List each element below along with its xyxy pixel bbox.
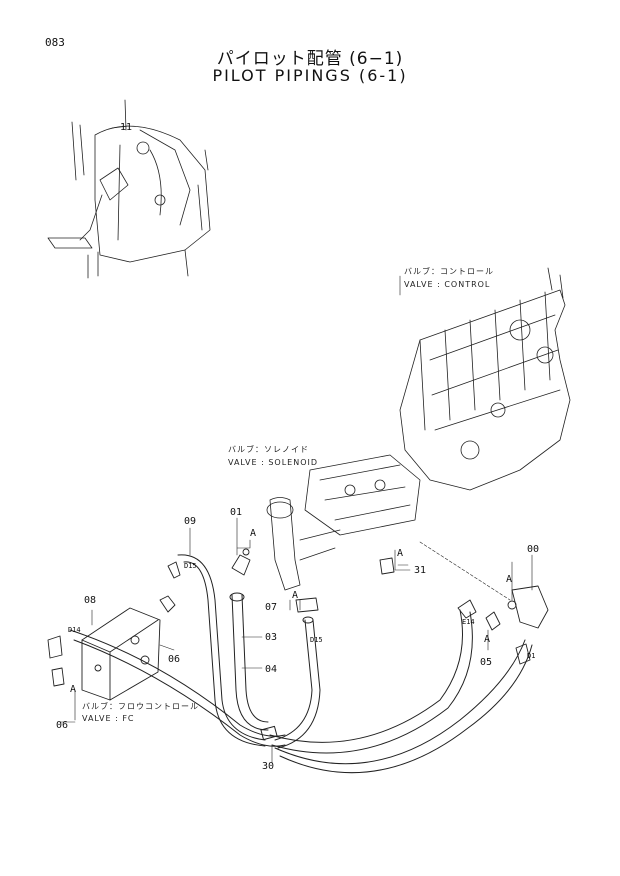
- ref-mark-a-07: A: [292, 590, 298, 601]
- callout-03: 03: [265, 632, 277, 643]
- control-valve-block: [399, 267, 571, 491]
- callout-31: 31: [414, 565, 426, 576]
- page-title-japanese: パイロット配管 (6−1): [216, 49, 404, 69]
- note-control-valve-jp: バルブ：コントロール: [404, 266, 494, 276]
- callout-05: 05: [480, 657, 492, 668]
- leader-lines: [59, 275, 533, 764]
- ref-mark-a-06: A: [70, 684, 76, 695]
- fittings: [159, 548, 549, 665]
- callout-07: 07: [265, 602, 277, 613]
- page-number: 083: [45, 36, 65, 49]
- page-title-english: PILOT PIPINGS (6-1): [212, 66, 408, 85]
- hose-group: [69, 554, 533, 774]
- ref-mark-a-31: A: [397, 548, 403, 559]
- callout-09: 09: [184, 516, 196, 527]
- ref-mark-a-01: A: [250, 528, 256, 539]
- ref-mark-a-00: A: [506, 574, 512, 585]
- callout-04: 04: [265, 664, 277, 675]
- callout-00: 00: [527, 544, 539, 555]
- ref-mark-a-05: A: [484, 634, 490, 645]
- callout-06-upper: 06: [168, 654, 180, 665]
- callout-01: 01: [230, 507, 242, 518]
- solenoid-valve-block: [266, 454, 421, 591]
- port-mark-d1: D1: [527, 652, 535, 660]
- note-fc-valve-jp: バルブ：フロウコントロール: [82, 701, 199, 711]
- port-mark-e14: E14: [462, 618, 475, 626]
- note-fc-valve-en: VALVE : FC: [82, 714, 135, 723]
- port-mark-d14: D14: [68, 626, 81, 634]
- callout-30: 30: [262, 761, 274, 772]
- machine-overview-sketch: [47, 99, 211, 279]
- note-control-valve-en: VALVE : CONTROL: [404, 280, 490, 289]
- port-mark-d15-upper: D15: [184, 562, 197, 570]
- note-solenoid-valve-en: VALVE : SOLENOID: [228, 458, 318, 467]
- port-mark-d15-lower: D15: [310, 636, 323, 644]
- fc-valve-block: [47, 607, 161, 701]
- callout-06-lower: 06: [56, 720, 68, 731]
- callout-11: 11: [120, 122, 132, 133]
- note-solenoid-valve-jp: バルブ：ソレノイド: [228, 444, 309, 454]
- callout-08: 08: [84, 595, 96, 606]
